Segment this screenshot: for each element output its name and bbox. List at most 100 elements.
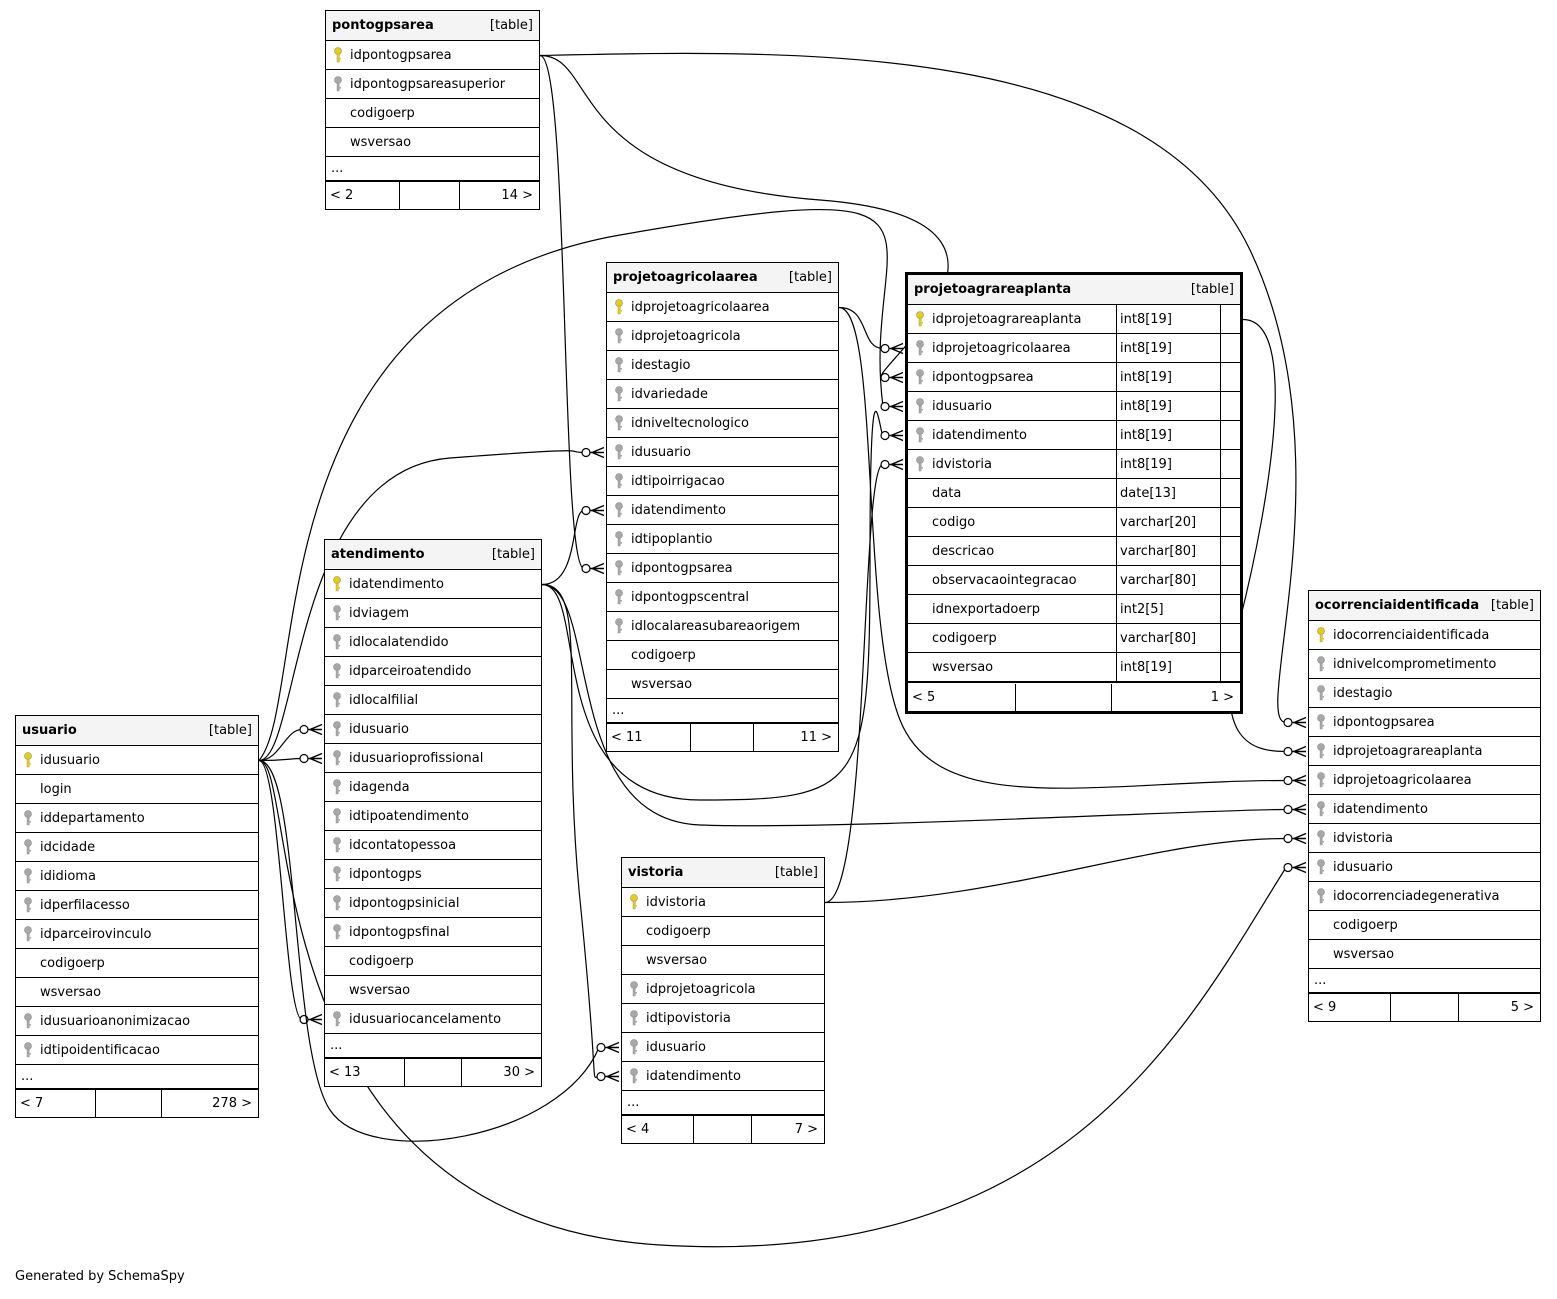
column-row[interactable]: idusuario [16,746,258,775]
column-row[interactable]: idatendimento [607,496,838,525]
column-row[interactable]: idprojetoagricola [622,975,824,1004]
column-row[interactable]: ididioma [16,862,258,891]
column-row[interactable]: idprojetoagricolaarea [607,293,838,322]
column-row[interactable]: codigoerp [325,947,541,976]
column-row[interactable]: idusuario [325,715,541,744]
column-row[interactable]: codigoerp [16,949,258,978]
column-row[interactable]: wsversao [16,978,258,1007]
column-row[interactable]: idocorrenciadegenerativa [1309,882,1540,911]
table-projetoagrareaplanta[interactable]: projetoagrareaplanta [table] idprojetoag… [905,272,1243,714]
column-row[interactable]: idusuario [607,438,838,467]
column-row[interactable]: idestagio [607,351,838,380]
column-row[interactable]: idpontogpsinicial [325,889,541,918]
children-count[interactable]: 11 > [800,730,832,745]
children-count[interactable]: 7 > [794,1122,818,1137]
column-row[interactable]: idparceiroatendido [325,657,541,686]
column-row[interactable]: idpontogpsarea [607,554,838,583]
column-row[interactable]: wsversao [325,976,541,1005]
column-row[interactable]: idprojetoagricola [607,322,838,351]
column-row[interactable]: idlocalfilial [325,686,541,715]
column-row[interactable]: codigoerp [622,917,824,946]
column-row[interactable]: idatendimento [325,570,541,599]
column-row[interactable]: idtipovistoria [622,1004,824,1033]
column-row[interactable]: idlocalareasubareaorigem [607,612,838,641]
column-row[interactable]: codigoerp [326,99,539,128]
column-row[interactable]: idlocalatendido [325,628,541,657]
column-row[interactable]: idvariedade [607,380,838,409]
column-row[interactable]: idpontogpscentral [607,583,838,612]
column-row[interactable]: idestagio [1309,679,1540,708]
column-row[interactable]: idpontogpsfinal [325,918,541,947]
children-count[interactable]: 30 > [503,1065,535,1080]
column-row[interactable]: idpontogpsarea [326,41,539,70]
column-row[interactable]: idtipoidentificacao [16,1036,258,1065]
parents-count[interactable]: < 9 [1309,994,1391,1021]
column-row[interactable]: idusuario [1309,853,1540,882]
column-row[interactable]: idprojetoagrareaplanta [1309,737,1540,766]
column-row[interactable]: idniveltecnologico [607,409,838,438]
column-row[interactable]: idtipoirrigacao [607,467,838,496]
children-count[interactable]: 14 > [501,188,533,203]
parents-count[interactable]: < 4 [622,1116,694,1143]
column-row[interactable]: idperfilacesso [16,891,258,920]
column-row[interactable]: idusuario [622,1033,824,1062]
children-count[interactable]: 1 > [1210,690,1234,705]
column-row[interactable]: idpontogpsareasuperior [326,70,539,99]
parents-count[interactable]: < 11 [607,724,691,751]
children-count[interactable]: 5 > [1510,1000,1534,1015]
children-count[interactable]: 278 > [212,1096,252,1111]
column-row[interactable]: idprojetoagricolaarea [1309,766,1540,795]
column-row[interactable]: idatendimento [1309,795,1540,824]
column-row[interactable]: idtipoplantio [607,525,838,554]
column-row[interactable]: idpontogpsarea [1309,708,1540,737]
column-row[interactable]: idviagem [325,599,541,628]
parents-count[interactable]: < 13 [325,1059,405,1086]
column-row[interactable]: idusuarioanonimizacao [16,1007,258,1036]
column-row[interactable]: idocorrenciaidentificada [1309,621,1540,650]
column-row[interactable]: codigoerp [607,641,838,670]
column-row[interactable]: idpontogps [325,860,541,889]
column-row[interactable]: idcontatopessoa [325,831,541,860]
column-row[interactable]: idparceirovinculo [16,920,258,949]
parents-count[interactable]: < 2 [326,182,400,209]
column-row[interactable]: wsversao [607,670,838,699]
parents-count[interactable]: < 7 [16,1090,96,1117]
column-row[interactable]: wsversao [326,128,539,157]
column-row[interactable]: wsversao [1309,940,1540,969]
parents-count[interactable]: < 5 [908,684,1016,711]
column-row[interactable]: idusuariocancelamento [325,1005,541,1034]
column-row[interactable]: idtipoatendimento [325,802,541,831]
column-row[interactable]: idatendimento [622,1062,824,1091]
column-row[interactable]: idusuarioprofissional [325,744,541,773]
column-row[interactable]: idcidade [16,833,258,862]
column-name: wsversao [1333,946,1395,962]
column-row[interactable]: codigoerp [1309,911,1540,940]
column-row[interactable]: idnivelcomprometimento [1309,650,1540,679]
column-row[interactable]: idvistoria [622,888,824,917]
table-ocorrenciaidentificada[interactable]: ocorrenciaidentificada [table] idocorren… [1308,590,1541,1022]
table-projetoagricolaarea[interactable]: projetoagricolaarea [table] idprojetoagr… [606,262,839,752]
column-row[interactable]: wsversao [622,946,824,975]
column-row[interactable]: idagenda [325,773,541,802]
column-row[interactable]: idvistoria [1309,824,1540,853]
column-row[interactable]: login [16,775,258,804]
column-type: int8[19] [1116,653,1220,681]
column-row[interactable]: iddepartamento [16,804,258,833]
